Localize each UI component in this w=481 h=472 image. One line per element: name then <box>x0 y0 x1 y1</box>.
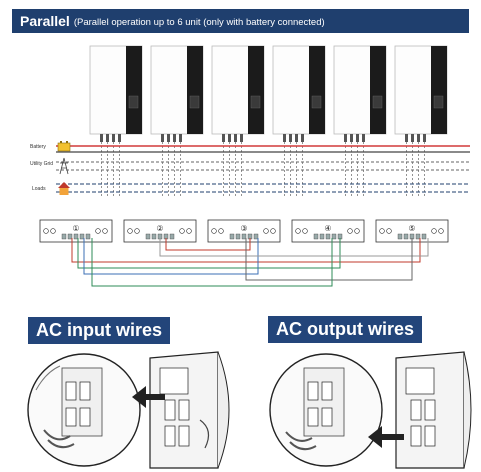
ac-input-panel <box>149 351 230 469</box>
header-banner: Parallel (Parallel operation up to 6 uni… <box>12 9 469 33</box>
house-icon <box>58 182 70 195</box>
ac-output-arrow-icon <box>368 426 404 448</box>
ac-output-tag: AC output wires <box>268 316 422 343</box>
inverter-unit <box>394 45 448 196</box>
terminal-strip: ② <box>123 219 197 243</box>
terminal-strip-number: ① <box>72 224 79 233</box>
ac-output-detail <box>269 353 383 467</box>
utility-grid-icon <box>59 157 69 175</box>
lcd-screen <box>189 95 200 109</box>
ac-input-arrow-icon <box>132 386 165 408</box>
inverter-units <box>89 45 448 196</box>
lcd-screen <box>128 95 139 109</box>
terminal-strip-number: ② <box>156 224 163 233</box>
grid-label: Utility Grid <box>30 161 54 167</box>
ac-output-panel <box>395 351 472 469</box>
page-subtitle: (Parallel operation up to 6 unit (only w… <box>73 16 325 28</box>
loads-label: Loads <box>32 186 46 192</box>
battery-icon <box>57 141 71 152</box>
bus-lines <box>56 145 470 193</box>
inverter-unit <box>150 45 204 196</box>
battery-label: Battery <box>30 144 46 150</box>
terminal-strip-number: ③ <box>240 224 247 233</box>
terminal-strip: ⑤ <box>375 219 449 243</box>
terminal-strip: ① <box>39 219 113 243</box>
lcd-screen <box>250 95 261 109</box>
inverter-unit <box>211 45 265 196</box>
terminal-strip-number: ⑤ <box>408 224 415 233</box>
ac-input-tag: AC input wires <box>28 317 171 344</box>
inverter-unit <box>89 45 143 196</box>
terminal-strip: ③ <box>207 219 281 243</box>
ac-input-detail <box>27 353 141 467</box>
inverter-unit <box>272 45 326 196</box>
lcd-screen <box>372 95 383 109</box>
lcd-screen <box>433 95 444 109</box>
terminal-strip-number: ④ <box>324 224 331 233</box>
terminal-strip: ④ <box>291 219 365 243</box>
terminal-strips: ① ② ③ ④ ⑤ <box>39 219 449 243</box>
lcd-screen <box>311 95 322 109</box>
parallel-signal-wires <box>71 238 429 287</box>
inverter-unit <box>333 45 387 196</box>
page-title: Parallel <box>20 13 70 29</box>
